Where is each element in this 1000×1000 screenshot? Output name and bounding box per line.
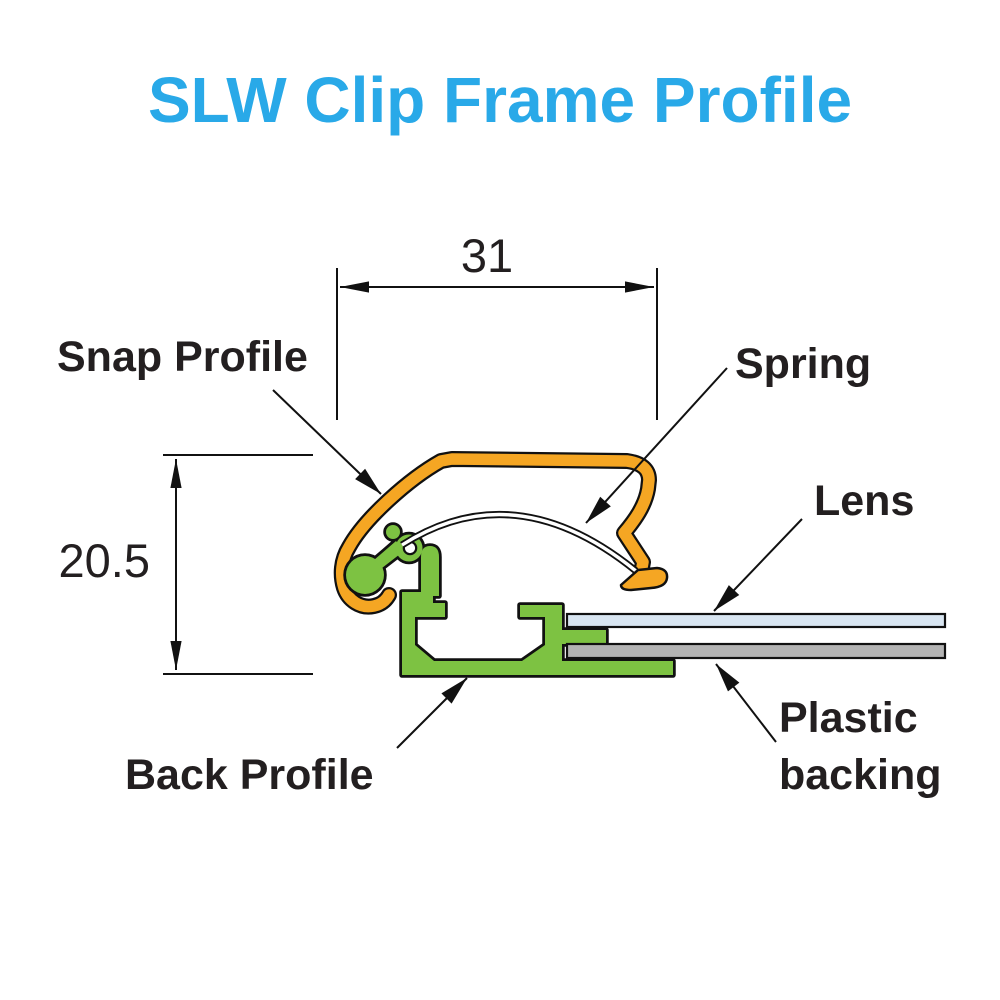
spring-label: Spring bbox=[735, 340, 871, 388]
width-dimension: 31 bbox=[336, 229, 658, 420]
lens-label: Lens bbox=[814, 477, 914, 525]
plastic-backing-arrow bbox=[715, 663, 777, 743]
plastic-backing-bar bbox=[565, 642, 947, 660]
page-title: SLW Clip Frame Profile bbox=[148, 64, 852, 136]
height-dim-value: 20.5 bbox=[59, 534, 150, 587]
snap-profile-label: Snap Profile bbox=[57, 333, 308, 381]
snap-profile-arrow bbox=[272, 389, 382, 495]
snap-profile-band bbox=[335, 453, 655, 613]
snap-profile-shape bbox=[333, 451, 657, 615]
leader-arrows bbox=[272, 367, 803, 749]
plastic-backing-label-line1: Plastic bbox=[779, 694, 918, 742]
back-profile-body bbox=[402, 592, 673, 675]
height-dimension: 20.5 bbox=[59, 454, 313, 675]
back-profile-ball bbox=[346, 556, 384, 594]
lens-bar bbox=[565, 612, 947, 629]
back-profile-label: Back Profile bbox=[125, 751, 374, 799]
lens-arrow bbox=[713, 518, 803, 612]
spring-shape bbox=[400, 510, 639, 574]
back-profile-arrow bbox=[396, 677, 468, 749]
back-profile-bump bbox=[386, 525, 400, 539]
plastic-backing-label-line2: backing bbox=[779, 751, 942, 799]
back-profile-prong bbox=[421, 546, 439, 596]
snap-profile-foot bbox=[619, 566, 669, 592]
width-dim-value: 31 bbox=[461, 229, 513, 282]
spring-arrow bbox=[585, 367, 728, 524]
spring-band bbox=[401, 512, 638, 573]
